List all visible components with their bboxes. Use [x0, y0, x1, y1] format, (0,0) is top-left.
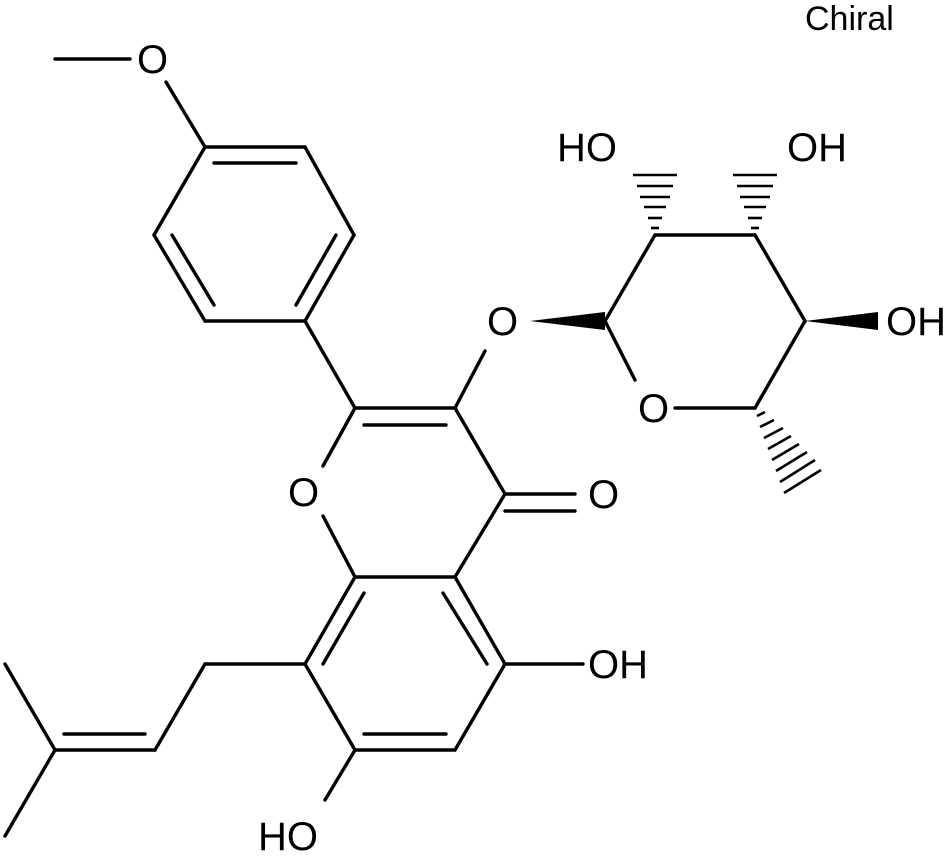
- sugar-hydroxyl-1-label: HO: [557, 126, 617, 170]
- carbonyl-oxygen-label: O: [588, 473, 619, 517]
- sugar-hydroxyl-3-label: OH: [886, 300, 946, 344]
- methoxyphenyl-bonds: [53, 57, 357, 410]
- hydroxyl-5-label: OH: [588, 643, 648, 687]
- prenyl-bonds: [3, 662, 307, 838]
- chiral-label: Chiral: [805, 0, 894, 38]
- hash-bond-c3: [733, 173, 777, 230]
- sugar-bonds: [530, 173, 878, 495]
- methoxy-oxygen-label: O: [137, 38, 168, 82]
- chromone-bonds: [303, 349, 585, 802]
- sugar-hydroxyl-2-label: OH: [787, 126, 847, 170]
- sugar-ring-oxygen-label: O: [638, 387, 669, 431]
- glycosidic-oxygen-label: O: [487, 300, 518, 344]
- hydroxyl-7-label: HO: [258, 815, 318, 856]
- hash-bond-c2: [633, 173, 677, 230]
- hash-bond-c5: [756, 410, 822, 495]
- ring-oxygen-label: O: [288, 471, 319, 515]
